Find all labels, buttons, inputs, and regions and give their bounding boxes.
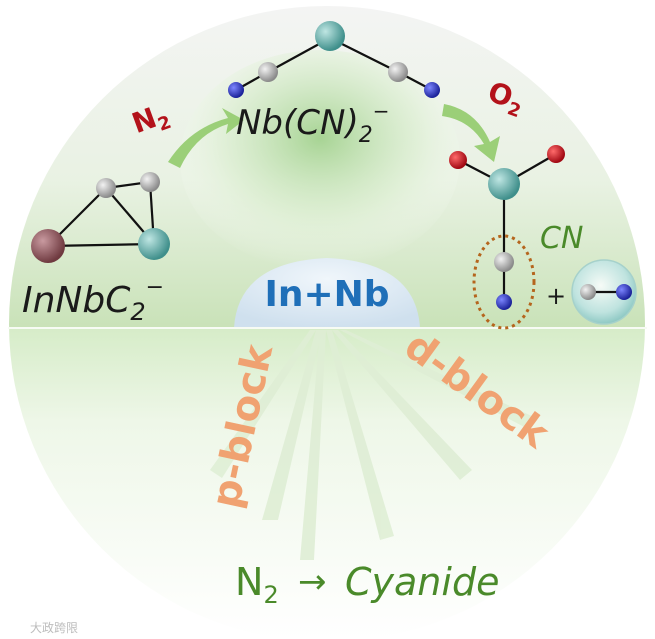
- cn-bubble: [571, 259, 637, 325]
- center-dome: [234, 258, 420, 328]
- o2-reagent: O2: [482, 75, 529, 122]
- nitrogen-atom: [424, 82, 440, 98]
- center-label: In+Nb: [264, 274, 389, 315]
- footer-arrow: →: [298, 562, 327, 602]
- oxygen-atom: [547, 145, 565, 163]
- footer-product: Cyanide: [345, 560, 499, 604]
- oxygen-atom: [449, 151, 467, 169]
- intermediate-molecule: [228, 21, 440, 98]
- branch-rays: [210, 330, 536, 560]
- niobium-atom: [315, 21, 345, 51]
- arrow-n2: [168, 108, 244, 168]
- plus-sign: +: [546, 282, 566, 310]
- intermediate-formula: Nb(CN)2−: [236, 99, 389, 148]
- footer-n2: N2: [235, 560, 279, 609]
- niobium-atom: [138, 228, 170, 260]
- indium-atom: [31, 229, 65, 263]
- carbon-atom: [96, 178, 116, 198]
- carbon-atom: [258, 62, 278, 82]
- niobium-atom: [488, 168, 520, 200]
- product-molecule: [449, 145, 565, 330]
- arrow-o2: [442, 104, 500, 162]
- carbon-atom: [494, 252, 514, 272]
- nitrogen-atom: [616, 284, 632, 300]
- reactant-formula: InNbC2−: [22, 275, 164, 326]
- nitrogen-atom: [228, 82, 244, 98]
- cn-label: CN: [540, 221, 583, 256]
- carbon-atom: [388, 62, 408, 82]
- reactant-molecule: [31, 172, 170, 263]
- carbon-atom: [140, 172, 160, 192]
- carbon-atom: [580, 284, 596, 300]
- nitrogen-atom: [496, 294, 512, 310]
- watermark: 大政跨限: [30, 621, 78, 635]
- cn-highlight-ring: [472, 234, 536, 330]
- footer-equation: N2 → Cyanide: [235, 560, 499, 609]
